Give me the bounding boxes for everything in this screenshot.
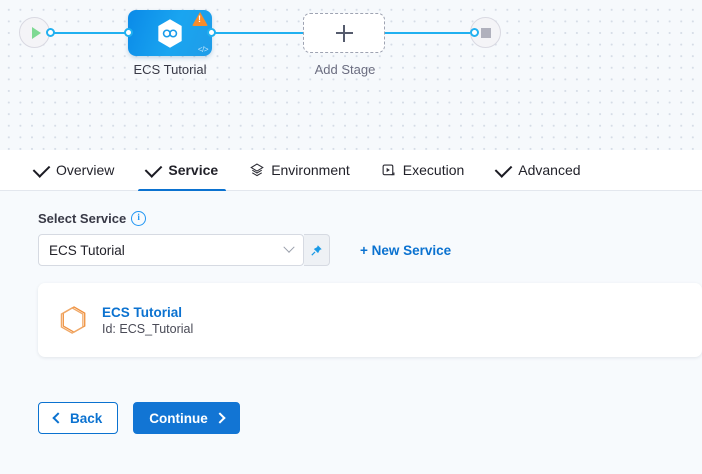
edge-addstage-to-end <box>382 32 477 34</box>
chevron-left-icon <box>52 412 64 424</box>
plus-icon <box>335 24 353 42</box>
chevron-right-icon <box>214 412 226 424</box>
play-icon <box>31 26 41 39</box>
back-button[interactable]: Back <box>38 402 119 434</box>
tab-execution[interactable]: Execution <box>366 150 480 191</box>
tab-execution-label: Execution <box>402 162 465 178</box>
service-card[interactable]: ECS Tutorial Id: ECS_Tutorial <box>38 283 702 357</box>
stage-tabbar: Overview Service Environment Execution A… <box>0 150 702 192</box>
start-output-port[interactable] <box>46 28 55 37</box>
pipeline-canvas[interactable]: </> ECS Tutorial Add Stage <box>0 0 702 150</box>
pipeline-start-node[interactable] <box>19 17 50 48</box>
check-icon <box>145 159 163 178</box>
service-card-name[interactable]: ECS Tutorial <box>102 304 183 320</box>
stop-icon <box>480 27 491 38</box>
tab-service-label: Service <box>168 162 219 178</box>
continue-button[interactable]: Continue <box>133 402 240 434</box>
add-stage-button[interactable] <box>303 13 385 53</box>
service-card-text: ECS Tutorial Id: ECS_Tutorial <box>102 305 193 336</box>
service-hexagon-icon <box>60 305 86 334</box>
check-icon <box>32 159 51 178</box>
stage-output-port[interactable] <box>207 28 216 37</box>
new-service-button[interactable]: + New Service <box>360 242 452 258</box>
tab-environment[interactable]: Environment <box>234 150 366 191</box>
edge-start-to-stage <box>46 32 134 34</box>
tab-environment-label: Environment <box>271 162 350 178</box>
tab-overview-label: Overview <box>56 162 115 178</box>
add-stage-label: Add Stage <box>314 62 376 77</box>
select-service-label: Select Service <box>38 211 127 226</box>
info-icon[interactable]: i <box>131 211 147 226</box>
edge-stage-to-addstage <box>208 32 308 34</box>
code-badge-icon: </> <box>197 45 209 54</box>
footer-buttons: Back Continue <box>38 402 702 434</box>
layers-icon <box>250 163 264 177</box>
tab-advanced[interactable]: Advanced <box>480 150 596 191</box>
service-select[interactable]: ECS Tutorial <box>38 234 304 266</box>
service-select-row: ECS Tutorial + New Service <box>38 234 702 266</box>
stage-node-label: ECS Tutorial <box>133 62 207 77</box>
execution-icon <box>382 163 396 177</box>
stage-input-port[interactable] <box>124 28 133 37</box>
end-input-port[interactable] <box>470 28 479 37</box>
pin-button[interactable] <box>304 234 330 266</box>
select-service-label-row: Select Service i <box>38 211 702 226</box>
continue-button-label: Continue <box>149 410 208 426</box>
tab-overview[interactable]: Overview <box>18 150 130 191</box>
service-select-value: ECS Tutorial <box>49 242 125 258</box>
pin-icon <box>311 244 322 256</box>
tab-service[interactable]: Service <box>130 150 234 192</box>
harness-hexagon-icon <box>158 18 182 48</box>
chevron-down-icon <box>283 241 295 253</box>
service-tab-panel: Select Service i ECS Tutorial + New Serv… <box>0 191 702 474</box>
tab-advanced-label: Advanced <box>518 162 581 178</box>
check-icon <box>494 159 513 178</box>
service-card-id: Id: ECS_Tutorial <box>102 321 194 336</box>
stage-node-ecs-tutorial[interactable]: </> <box>128 10 212 56</box>
back-button-label: Back <box>70 410 103 426</box>
warning-triangle-icon <box>192 12 208 26</box>
